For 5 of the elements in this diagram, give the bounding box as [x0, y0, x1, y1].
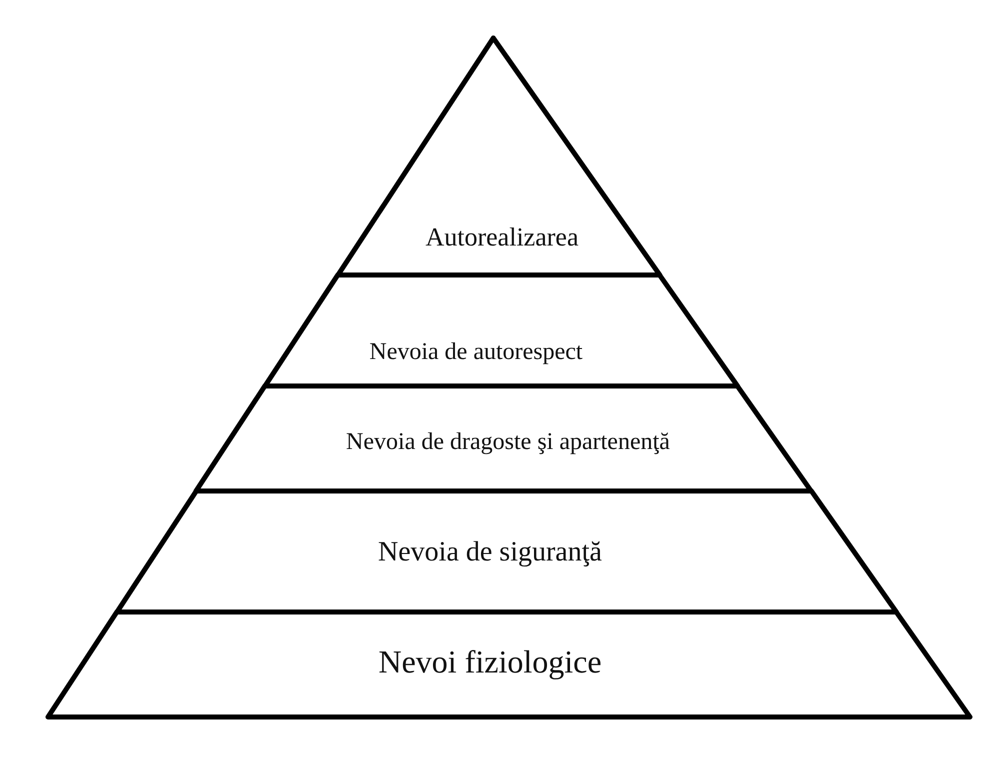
level-label: Nevoia de siguranţă: [378, 538, 602, 568]
level-label: Nevoi fiziologice: [378, 644, 602, 680]
level-label: Nevoia de autorespect: [369, 338, 583, 366]
level-label: Nevoia de dragoste şi apartenenţă: [346, 428, 670, 456]
level-label: Autorealizarea: [425, 224, 578, 252]
